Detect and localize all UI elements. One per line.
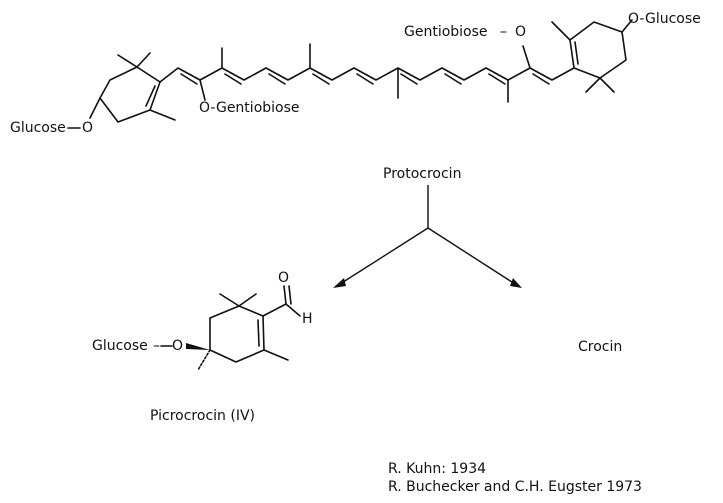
right-o-link [621,19,633,33]
chain-double-1 [180,73,198,85]
o-atom-left-label: O [82,120,94,136]
chain-double-6 [400,73,418,85]
left-arrow-line [339,227,429,285]
right-gentiobiose-o-bond [522,45,531,69]
protocrocin-label: Protocrocin [383,166,462,182]
aldehyde-h-label: H [302,311,313,327]
picrocrocin-ring-bonds [209,305,265,363]
picrocrocin-ring-double-bond [257,319,260,347]
picrocrocin-gem-methyl-1 [219,293,240,307]
wedge-bond [186,343,210,350]
left-ring-double-bond [145,85,156,107]
gentiobiose-right-label: Gentiobiose [404,24,488,40]
picrocrocin-ring-methyl [263,349,289,361]
gentiobiose-dash-label: – [500,24,507,40]
chain-double-8 [488,73,506,85]
left-gentiobiose-o-bond [199,79,206,101]
left-o-link [89,97,101,119]
right-arrow-line [427,227,516,285]
reference-line-1: R. Kuhn: 1934 [388,461,487,477]
aldehyde-double-bond-1 [283,285,287,305]
o-atom-right-label: O [515,24,527,40]
picrocrocin-label: Picrocrocin (IV) [150,408,255,424]
chain-double-3 [268,73,286,85]
crocin-label: Crocin [578,339,623,355]
left-gem-methyl-2 [136,52,151,68]
aldehyde-o-label: O [278,270,290,286]
right-ring-methyl [551,21,571,41]
glucose-left-label: Glucose [10,120,66,136]
right-gem-methyl-1 [585,77,601,93]
chain-double-2 [224,73,242,85]
protocrocin-structure [67,19,633,129]
reaction-arrows [333,185,522,288]
left-ring-methyl [149,109,176,121]
chain-double-9 [532,73,550,85]
o-glucose-right-label: O-Glucose [628,11,701,27]
chain-double-4 [312,73,330,85]
aldehyde-c-bond [262,303,287,317]
right-ring-bonds [569,21,627,79]
reference-line-2: R. Buchecker and C.H. Eugster 1973 [388,479,642,495]
right-ring-double-bond [574,41,579,65]
chain-double-5 [356,73,374,85]
right-arrowhead [510,278,522,288]
right-gem-methyl-2 [599,77,615,93]
left-arrowhead [333,278,346,288]
picrocrocin-o-label: O [172,338,184,354]
picrocrocin-structure [160,285,301,371]
hashed-bond [197,349,211,371]
picrocrocin-gem-methyl-2 [238,293,257,307]
aldehyde-double-bond-2 [288,285,292,305]
left-gem-methyl-1 [117,54,138,68]
picrocrocin-glucose-dash: – [153,338,160,354]
aldehyde-h-bond [285,303,301,317]
picrocrocin-glucose-label: Glucose [92,338,148,354]
o-gentiobiose-label: O-Gentiobiose [199,100,300,116]
chain-double-7 [444,73,462,85]
polyene-chain [159,67,575,83]
